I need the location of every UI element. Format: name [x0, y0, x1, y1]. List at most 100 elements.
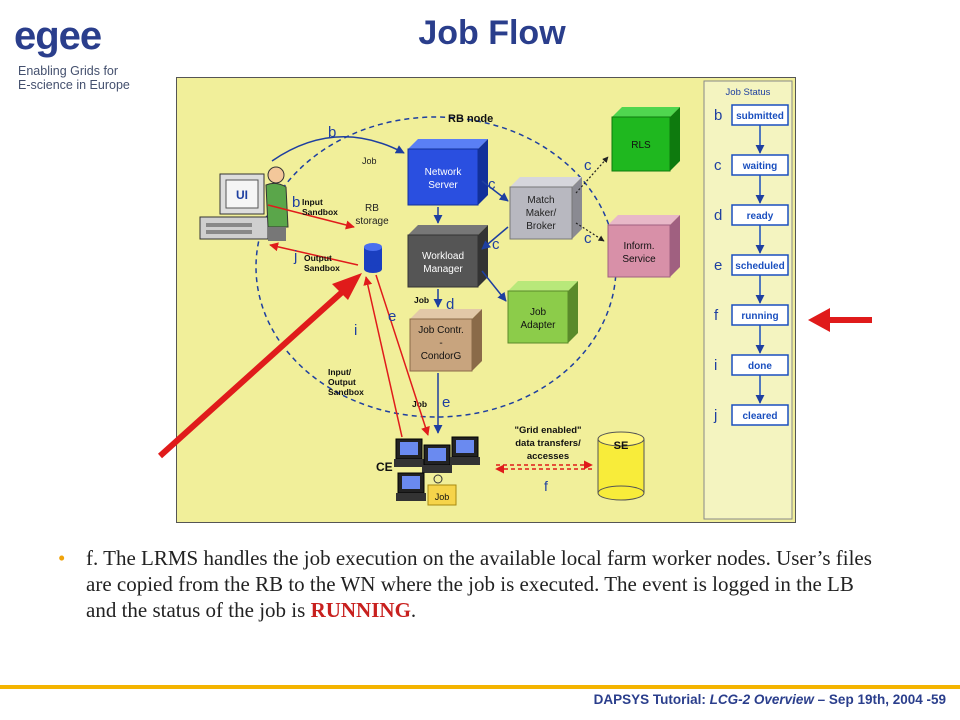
inform-service-box	[607, 215, 680, 278]
letter-f: f	[544, 478, 548, 494]
job-tag-wm: Job	[414, 295, 429, 305]
se-cylinder	[597, 431, 645, 501]
rls-label: RLS	[631, 140, 651, 151]
arrow-ns-to-mm	[481, 180, 509, 202]
output-sandbox-label-1: Output	[304, 253, 332, 263]
arrow-storage-to-ce	[375, 274, 430, 436]
grid-transfers-label-3: accesses	[527, 451, 569, 462]
status-letter-done: i	[714, 357, 717, 374]
job-adapter-label-1: Job	[530, 307, 547, 318]
io-sandbox-label-3: Sandbox	[328, 387, 364, 397]
arrow-ce-to-storage	[363, 276, 403, 438]
network-server-label-2: Server	[428, 180, 458, 191]
bullet-body: f. The LRMS handles the job execution on…	[86, 546, 872, 622]
status-label-submitted: submitted	[736, 111, 784, 122]
match-maker-label-3: Broker	[526, 221, 556, 232]
letter-c-2: c	[492, 236, 500, 253]
job-status-panel	[703, 80, 793, 520]
bullet-highlight: RUNNING	[310, 598, 411, 622]
se-label: SE	[614, 440, 629, 452]
network-server-box	[407, 139, 488, 206]
job-controller-label-1: Job Contr.	[418, 325, 464, 336]
status-letter-ready: d	[714, 207, 722, 224]
job-controller-box	[409, 309, 482, 372]
job-tag-ce: Job	[435, 492, 450, 502]
job-controller-label-2: -	[439, 338, 442, 349]
status-label-scheduled: scheduled	[735, 261, 784, 272]
status-letter-scheduled: e	[714, 257, 722, 274]
workload-manager-label-2: Manager	[423, 264, 463, 275]
inform-service-label-1: Inform.	[623, 241, 654, 252]
footer: DAPSYS Tutorial: LCG-2 Overview – Sep 19…	[594, 692, 946, 707]
rb-storage-cylinder	[364, 243, 382, 273]
arrow-mm-to-rls	[575, 156, 609, 194]
letter-b-1: b	[328, 124, 336, 141]
job-status-header: Job Status	[726, 87, 771, 98]
network-server-label-1: Network	[425, 167, 463, 178]
letter-e-1: e	[388, 308, 396, 325]
letter-c-4: c	[584, 230, 592, 247]
ce-label: CE	[376, 460, 393, 474]
footer-prefix: DAPSYS Tutorial:	[593, 692, 710, 707]
letter-j-1: j	[293, 248, 297, 265]
footer-divider	[0, 685, 960, 689]
bullet-end: .	[410, 598, 417, 622]
arrow-mm-to-wm	[481, 226, 509, 250]
egee-logo: egee Enabling Grids for E-science in Eur…	[14, 14, 164, 94]
job-tag-box	[427, 484, 457, 506]
logo-line-1: Enabling Grids for	[18, 64, 119, 78]
bullet-text: f. The LRMS handles the job execution on…	[86, 545, 886, 623]
workload-manager-box	[407, 225, 488, 288]
arrow-wm-to-ja	[481, 270, 507, 302]
job-controller-label-3: CondorG	[421, 351, 462, 362]
arrow-output-sandbox	[269, 242, 359, 266]
rb-storage-label-1: RB	[365, 203, 379, 214]
footer-suffix: – Sep 19th, 2004 -59	[813, 692, 946, 707]
letter-b-2: b	[292, 194, 300, 211]
grid-transfers-label-1: "Grid enabled"	[514, 425, 581, 436]
input-sandbox-label-2: Sandbox	[302, 207, 338, 217]
letter-c-1: c	[488, 176, 496, 193]
logo-word: egee	[14, 14, 102, 58]
bullet-marker: •	[58, 546, 66, 570]
status-letter-cleared: j	[713, 407, 717, 424]
arrow-ui-to-ns	[271, 136, 405, 162]
match-maker-label-2: Maker/	[526, 208, 557, 219]
logo-line-2: E-science in Europe	[18, 78, 130, 92]
status-label-running: running	[741, 311, 778, 322]
status-letter-running: f	[714, 307, 719, 324]
arrow-mm-to-is	[575, 222, 605, 242]
rb-storage-label-2: storage	[355, 216, 389, 227]
rb-node-label: RB node	[448, 113, 493, 125]
job-tag-jc: Job	[412, 399, 427, 409]
running-pointer-arrow-head	[808, 308, 830, 332]
footer-italic: LCG-2 Overview	[709, 692, 814, 707]
letter-i: i	[354, 322, 357, 339]
status-box-cleared	[731, 404, 789, 426]
output-sandbox-label-2: Sandbox	[304, 263, 340, 273]
rls-box	[611, 107, 680, 172]
letter-c-3: c	[584, 157, 592, 174]
status-label-waiting: waiting	[742, 161, 777, 172]
match-maker-box	[509, 177, 582, 240]
arrow-input-sandbox	[267, 204, 355, 230]
inform-service-label-2: Service	[622, 254, 656, 265]
letter-e-2: e	[442, 394, 450, 411]
ui-label: UI	[236, 188, 248, 202]
page-title: Job Flow	[418, 14, 566, 52]
status-letter-submitted: b	[714, 107, 722, 124]
ce-computers-icon	[394, 436, 480, 501]
io-sandbox-label-1: Input/	[328, 367, 352, 377]
status-letter-waiting: c	[714, 157, 722, 174]
job-adapter-box	[507, 281, 578, 344]
job-flow-diagram: RB node UI RB storage Network Server Wor…	[176, 77, 796, 523]
status-label-done: done	[748, 361, 772, 372]
match-maker-label-1: Match	[527, 195, 554, 206]
job-tag-ns: Job	[362, 156, 377, 166]
ui-computer-icon	[199, 166, 289, 241]
grid-transfers-label-2: data transfers/	[515, 438, 581, 449]
workload-manager-label-1: Workload	[422, 251, 464, 262]
job-adapter-label-2: Adapter	[520, 320, 556, 331]
io-sandbox-label-2: Output	[328, 377, 356, 387]
